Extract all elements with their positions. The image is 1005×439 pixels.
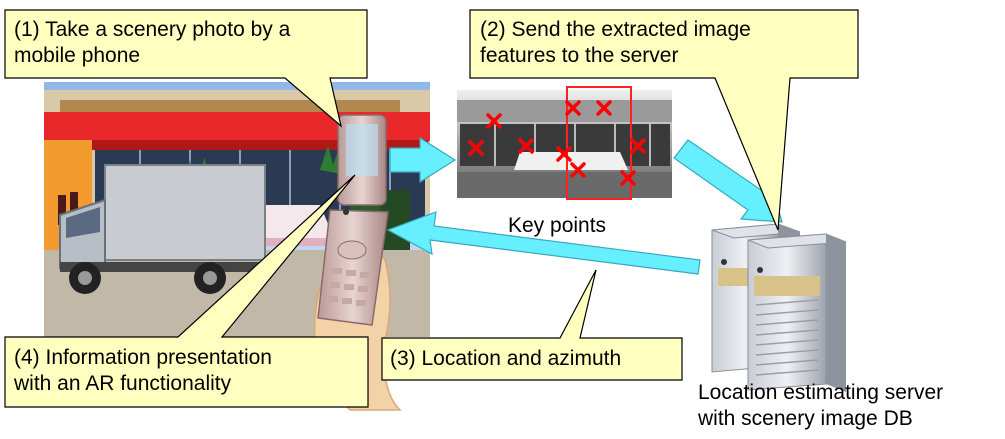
keypoint-marker-icon	[486, 113, 502, 129]
server-icon	[711, 223, 847, 392]
server-caption-line1: Location estimating server	[698, 381, 944, 404]
callout-step1: (1) Take a scenery photo by a mobile pho…	[14, 17, 290, 69]
callout-step3-shape	[381, 269, 683, 381]
callout-step2-line2: features to the server	[480, 44, 679, 67]
keypoint-marker-icon	[620, 170, 636, 186]
phone-in-hand	[313, 114, 402, 411]
server-caption: Location estimating server with scenery …	[698, 380, 943, 432]
arrows	[386, 136, 783, 275]
keypoint-marker-icon	[468, 140, 484, 156]
callout-step2-line1: (2) Send the extracted image	[480, 18, 751, 41]
keypoint-markers	[468, 100, 646, 186]
keypoint-marker-icon	[570, 162, 586, 178]
callout-step1-shape	[4, 9, 368, 128]
callout-step4-line1: (4) Information presentation	[14, 346, 272, 369]
keypoints-caption: Key points	[508, 214, 607, 237]
feature-image	[457, 86, 672, 200]
mobile-phone-icon	[317, 114, 389, 326]
keypoint-marker-icon	[556, 146, 572, 162]
callout-step4-line2: with an AR functionality	[14, 372, 232, 395]
callout-step4-shape	[4, 174, 369, 408]
callout-step3: (3) Location and azimuth	[390, 346, 621, 372]
arrow-phone-to-features	[389, 136, 457, 184]
server-caption-line2: with scenery image DB	[698, 407, 913, 430]
arrow-server-to-phone	[386, 211, 701, 275]
keypoint-marker-icon	[596, 100, 612, 116]
callout-shapes	[4, 9, 859, 408]
callout-step2: (2) Send the extracted image features to…	[480, 17, 751, 69]
keypoint-marker-icon	[565, 100, 581, 116]
keypoint-marker-icon	[518, 138, 534, 154]
delivery-truck-icon	[59, 164, 270, 294]
callout-step4: (4) Information presentation with an AR …	[14, 345, 272, 397]
keypoint-marker-icon	[630, 138, 646, 154]
callout-step1-line2: mobile phone	[14, 44, 141, 67]
callout-step1-line1: (1) Take a scenery photo by a	[14, 18, 291, 41]
callout-step3-line1: (3) Location and azimuth	[390, 347, 622, 370]
callout-step2-shape	[469, 9, 859, 231]
